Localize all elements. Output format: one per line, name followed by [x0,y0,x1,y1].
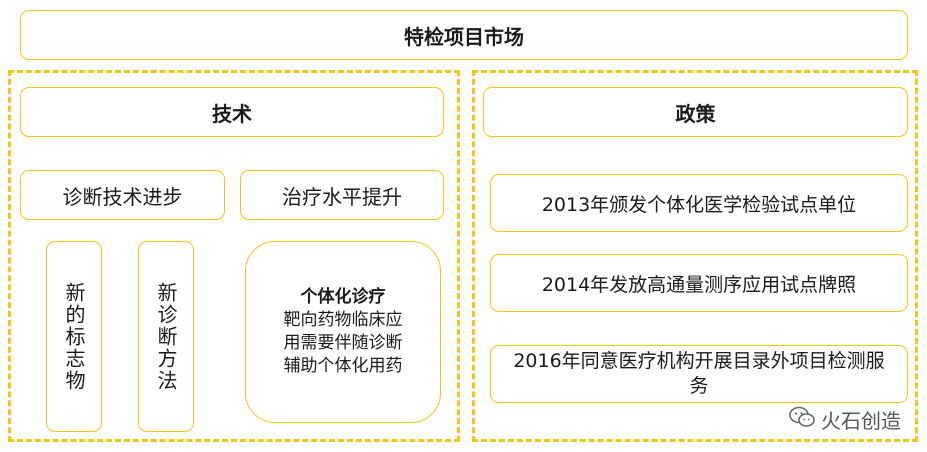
personalized-treatment-box: 个体化诊疗 靶向药物临床应 用需要伴随诊断 辅助个体化用药 [245,241,441,423]
policy-item: 2014年发放高通量测序应用试点牌照 [490,254,908,312]
page-title: 特检项目市场 [20,10,908,60]
personalized-line: 靶向药物临床应 [283,310,403,331]
policy-header: 政策 [483,87,908,137]
watermark: 火石创造 [789,405,901,434]
new-biomarker-box: 新的标志物 [46,241,102,432]
personalized-treatment-title: 个体化诊疗 [300,287,386,308]
policy-group [472,70,918,442]
treatment-level-box: 治疗水平提升 [240,170,444,220]
technology-header: 技术 [20,87,444,137]
policy-item: 2013年颁发个体化医学检验试点单位 [490,174,908,232]
technology-group [8,70,460,442]
new-biomarker-label: 新的标志物 [62,281,86,392]
personalized-line: 用需要伴随诊断 [283,333,403,353]
policy-item: 2016年同意医疗机构开展目录外项目检测服务 [490,345,908,403]
new-diagnosis-method-label: 新诊断方法 [154,281,178,392]
watermark-text: 火石创造 [821,409,901,433]
diagnosis-progress-box: 诊断技术进步 [20,170,225,220]
personalized-line: 辅助个体化用药 [283,355,403,376]
new-diagnosis-method-box: 新诊断方法 [138,241,194,432]
wechat-icon [789,406,815,433]
